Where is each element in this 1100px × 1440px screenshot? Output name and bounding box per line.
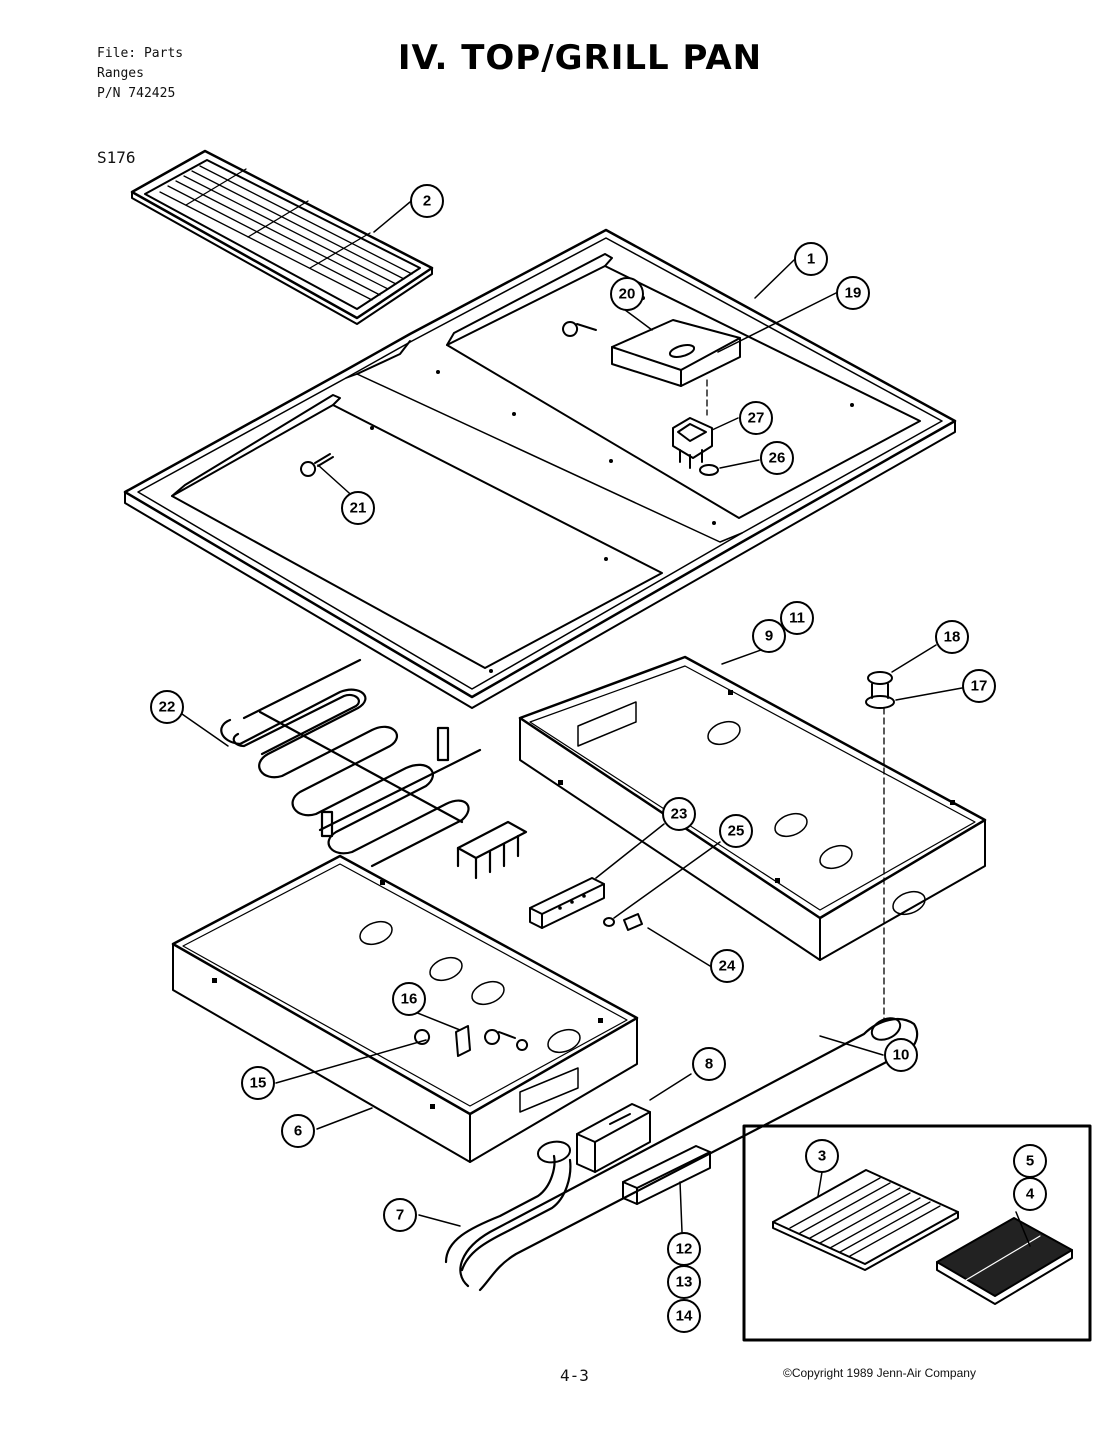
- callout-11: 11: [780, 601, 814, 635]
- accessory-inset-box: [742, 1124, 1092, 1342]
- cooktop-top-frame: [123, 228, 957, 709]
- callout-10: 10: [884, 1038, 918, 1072]
- grill-tube-long-part: [459, 1017, 919, 1292]
- svg-text:16: 16: [401, 991, 418, 1008]
- svg-text:9: 9: [765, 628, 773, 645]
- svg-text:17: 17: [971, 678, 988, 695]
- callout-21: 21: [341, 491, 375, 525]
- callout-22: 22: [150, 690, 184, 724]
- svg-text:5: 5: [1026, 1153, 1034, 1170]
- grill-tube-short-part: [444, 1140, 572, 1272]
- svg-text:2: 2: [423, 193, 431, 210]
- svg-text:13: 13: [676, 1274, 693, 1291]
- svg-text:1: 1: [807, 251, 815, 268]
- callout-3: 3: [805, 1139, 839, 1173]
- svg-text:4: 4: [1026, 1186, 1035, 1203]
- svg-text:23: 23: [671, 806, 688, 823]
- callout-2: 2: [410, 184, 444, 218]
- svg-text:21: 21: [350, 500, 367, 517]
- callout-14: 14: [667, 1299, 701, 1333]
- callout-18: 18: [935, 620, 969, 654]
- bracket-part: [562, 319, 741, 387]
- callout-9: 9: [752, 619, 786, 653]
- callout-8: 8: [692, 1047, 726, 1081]
- page-number: 4-3: [560, 1366, 589, 1385]
- callout-23: 23: [662, 797, 696, 831]
- callout-19: 19: [836, 276, 870, 310]
- svg-text:12: 12: [676, 1241, 693, 1258]
- leader-lines: [181, 201, 1031, 1247]
- callout-6: 6: [281, 1114, 315, 1148]
- svg-text:6: 6: [294, 1123, 302, 1140]
- callout-12: 12: [667, 1232, 701, 1266]
- grill-pan-upper-part: [518, 655, 987, 961]
- svg-text:27: 27: [748, 410, 765, 427]
- svg-text:15: 15: [250, 1075, 267, 1092]
- svg-text:11: 11: [789, 610, 805, 627]
- category-line: Ranges: [97, 66, 144, 81]
- receptacle-part: [576, 1103, 651, 1173]
- svg-text:25: 25: [728, 823, 745, 840]
- header-block: File: Parts Ranges P/N 742425: [97, 44, 183, 104]
- svg-text:20: 20: [619, 286, 636, 303]
- svg-text:3: 3: [818, 1148, 826, 1165]
- svg-text:7: 7: [396, 1207, 404, 1224]
- callout-26: 26: [760, 441, 794, 475]
- svg-text:10: 10: [893, 1047, 910, 1064]
- file-line: File: Parts: [97, 46, 184, 61]
- callout-4: 4: [1013, 1177, 1047, 1211]
- grill-pan-lower-part: [171, 854, 639, 1163]
- grill-grate-part: [130, 149, 434, 325]
- callout-16: 16: [392, 982, 426, 1016]
- callout-7: 7: [383, 1198, 417, 1232]
- switch-part: [672, 379, 719, 476]
- callout-24: 24: [710, 949, 744, 983]
- heating-element-part: [220, 658, 528, 880]
- callout-5: 5: [1013, 1144, 1047, 1178]
- terminal-block-part: [529, 877, 605, 929]
- svg-text:24: 24: [719, 958, 736, 975]
- svg-text:14: 14: [676, 1308, 693, 1325]
- svg-text:22: 22: [159, 699, 176, 716]
- page-title: IV. TOP/GRILL PAN: [397, 38, 763, 78]
- copyright-notice: ©Copyright 1989 Jenn-Air Company: [783, 1366, 976, 1380]
- callout-20: 20: [610, 277, 644, 311]
- part-number-line: P/N 742425: [97, 86, 176, 101]
- svg-text:8: 8: [705, 1056, 713, 1073]
- callout-1: 1: [794, 242, 828, 276]
- svg-text:18: 18: [944, 629, 961, 646]
- model-number: S176: [97, 148, 136, 167]
- svg-text:19: 19: [845, 285, 862, 302]
- clip-part: [603, 913, 643, 931]
- callout-25: 25: [719, 814, 753, 848]
- callout-27: 27: [739, 401, 773, 435]
- bushing-part: [865, 671, 895, 1021]
- callout-17: 17: [962, 669, 996, 703]
- callout-13: 13: [667, 1265, 701, 1299]
- screw-part-left-well: [300, 453, 334, 477]
- svg-text:26: 26: [769, 450, 786, 467]
- callout-15: 15: [241, 1066, 275, 1100]
